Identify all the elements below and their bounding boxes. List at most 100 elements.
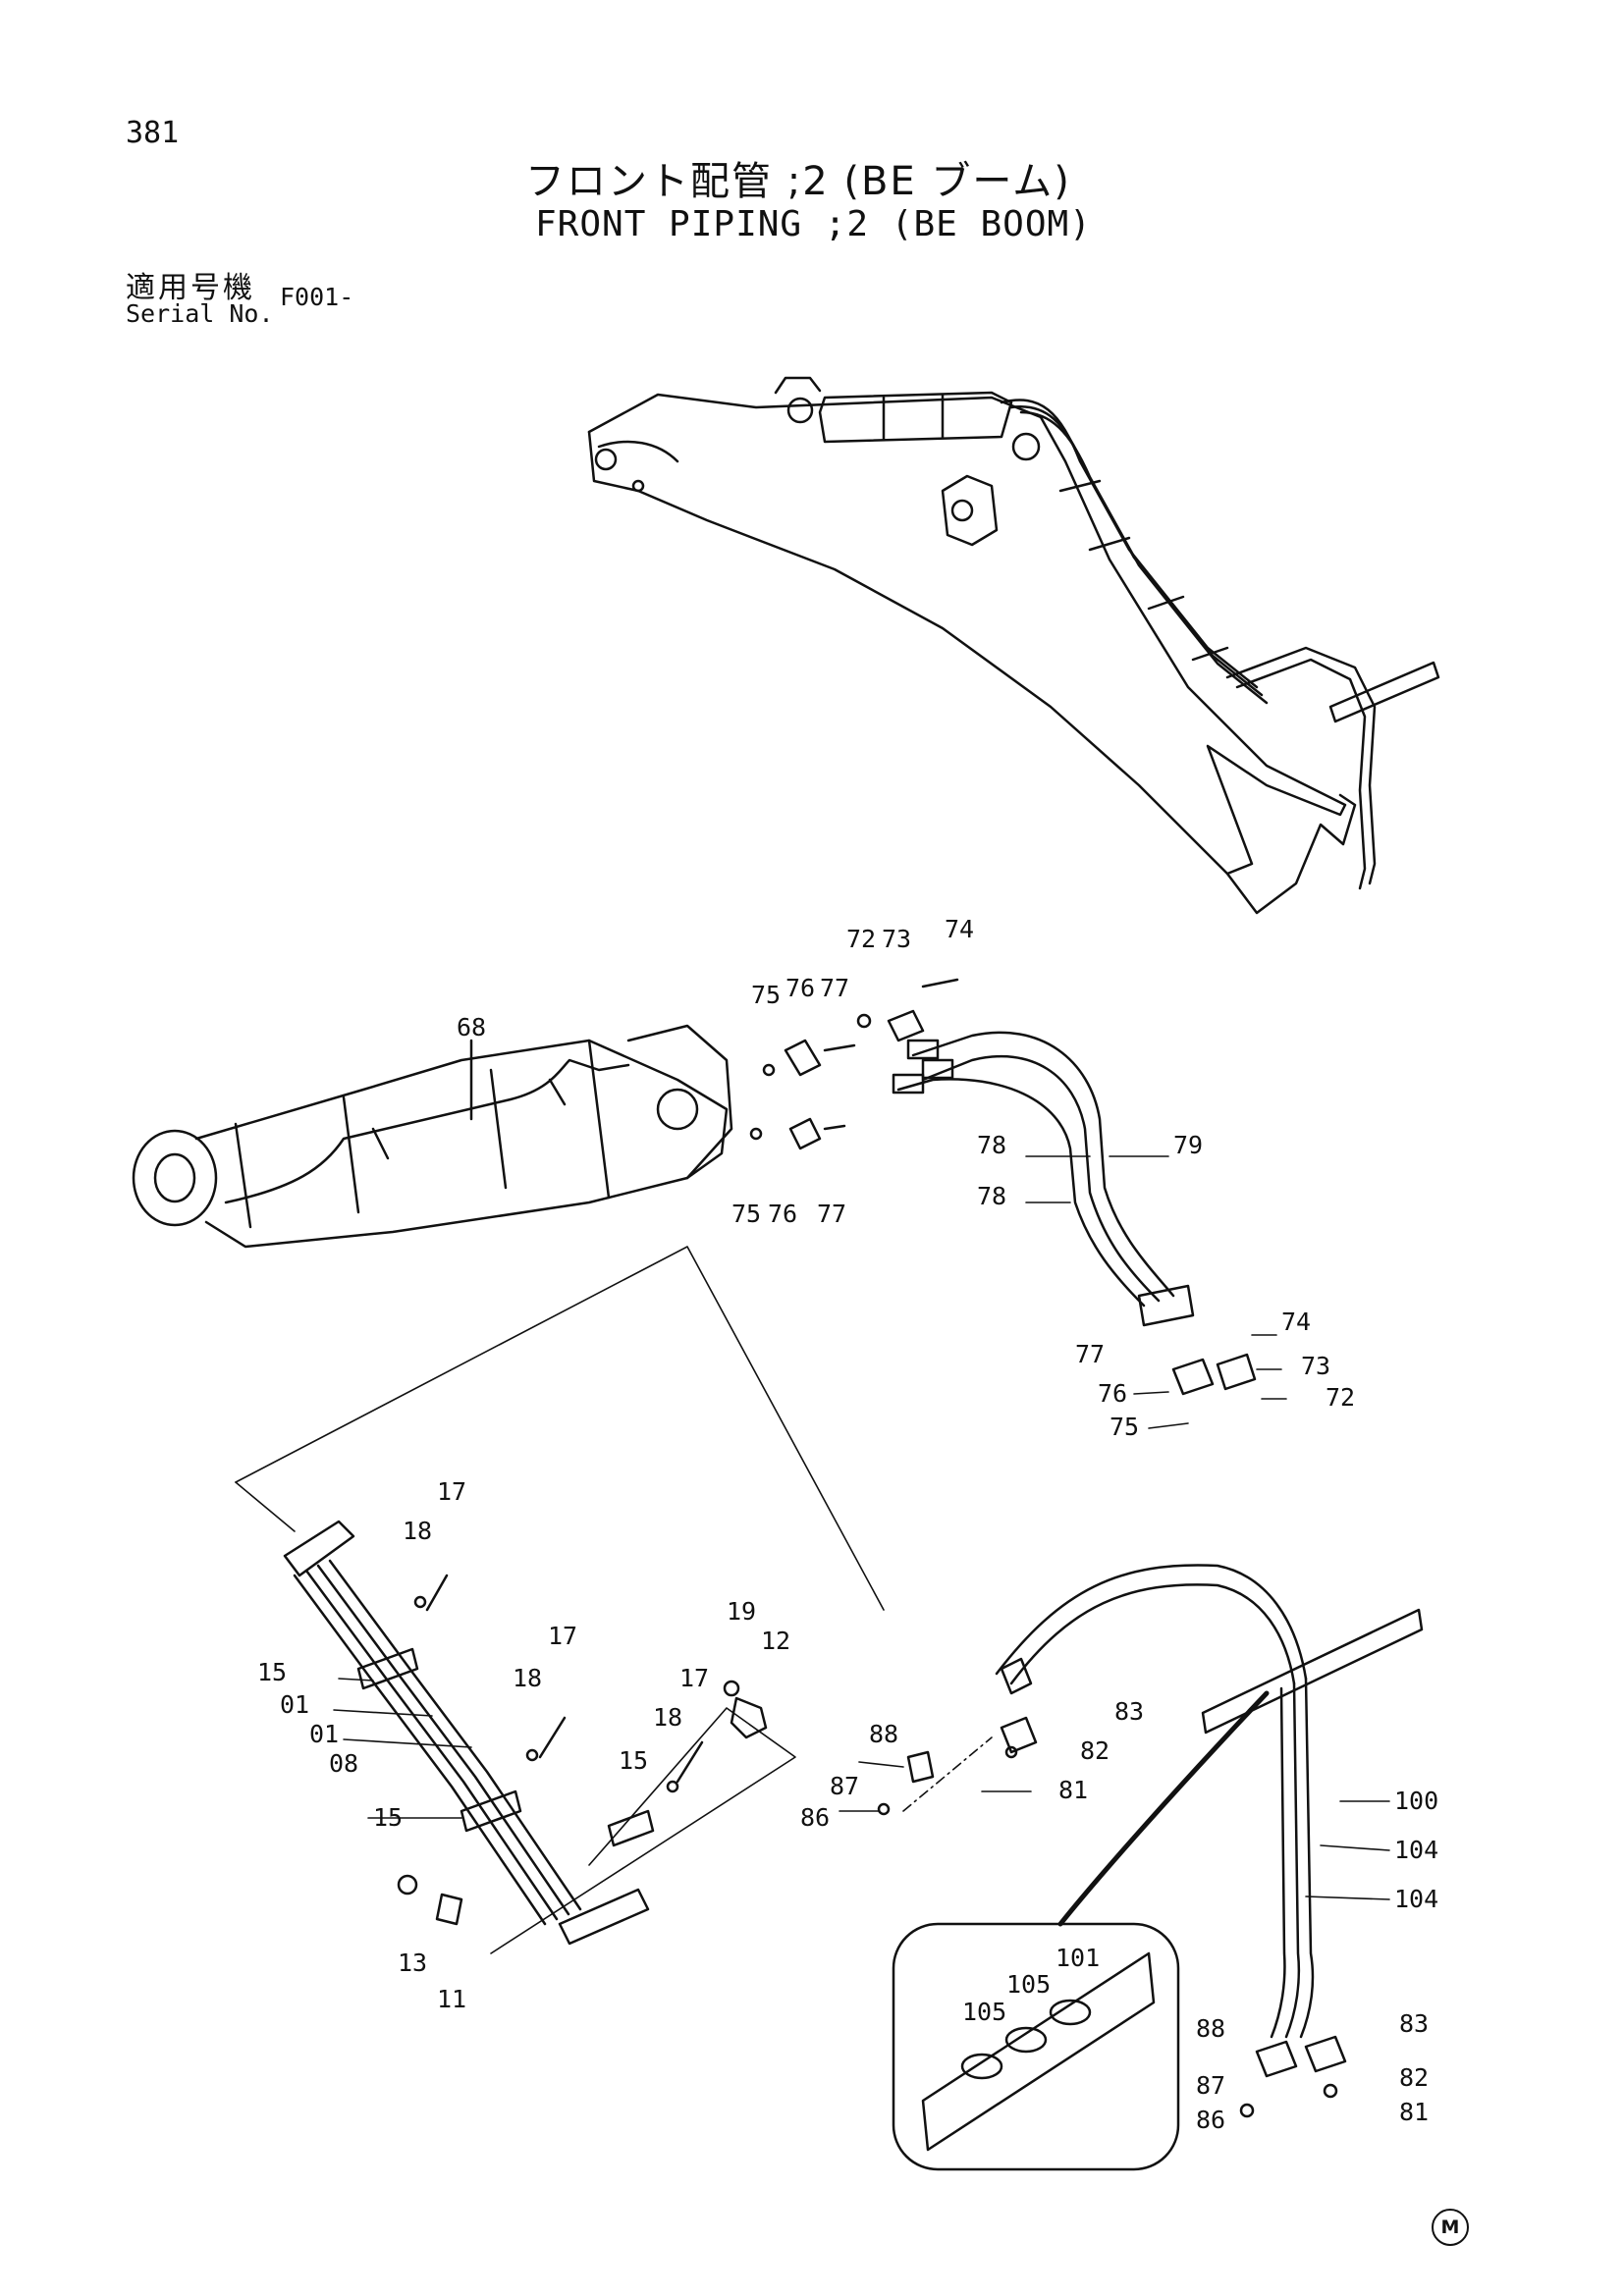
hose-fitting-top-3 xyxy=(892,1073,925,1095)
detail-pointer xyxy=(1057,1690,1270,1927)
split-flange-73 xyxy=(887,1009,925,1042)
washer-18-a-icon xyxy=(413,1595,427,1609)
split-flange-82 xyxy=(1000,1716,1038,1754)
clamp-12 xyxy=(730,1696,768,1739)
hose-100-top xyxy=(995,1564,1308,1681)
hose-fitting-top-1 xyxy=(906,1039,940,1060)
hose-104-b xyxy=(1270,1686,1286,2039)
boom-foot-pin-icon xyxy=(594,448,618,471)
o-ring-86-icon xyxy=(877,1802,891,1816)
callout-86-b: 86 xyxy=(1196,2106,1225,2134)
boom-hose-2 xyxy=(1009,405,1264,697)
cylinder-rod-eye xyxy=(132,1129,218,1227)
arm-cylinder-on-boom xyxy=(818,391,1013,444)
callout-82-a: 82 xyxy=(1080,1736,1110,1765)
callout-12: 12 xyxy=(761,1627,790,1655)
callout-76-top: 76 xyxy=(785,974,815,1002)
bolt-17-c xyxy=(676,1740,704,1784)
callout-75-bottom: 75 xyxy=(1110,1413,1139,1441)
callout-18-c: 18 xyxy=(653,1703,682,1732)
leaders-100-104 xyxy=(1305,1800,1390,1900)
callout-15-a: 15 xyxy=(257,1658,287,1686)
boom-hose-loop xyxy=(1225,646,1377,885)
boom-hose-1 xyxy=(1000,399,1259,689)
pipe-04 xyxy=(328,1559,582,1911)
callout-104-b: 104 xyxy=(1394,1885,1438,1913)
hose-fitting-top-2 xyxy=(921,1058,954,1080)
callout-75-top: 75 xyxy=(751,981,781,1009)
boom-foot-boss-icon xyxy=(631,479,645,493)
boom-outline-top xyxy=(587,393,1357,915)
callout-01-a: 01 xyxy=(280,1690,309,1719)
seal-105-a-icon xyxy=(960,2053,1003,2080)
cylinder-body-rings xyxy=(234,1039,611,1229)
callout-73-top: 73 xyxy=(882,925,911,953)
bolt-19-icon xyxy=(723,1680,740,1697)
leaders-78-79 xyxy=(1025,1155,1169,1203)
callout-83-b: 83 xyxy=(1399,2009,1429,2038)
o-ring-81-b-icon xyxy=(1323,2083,1338,2099)
callout-17-b: 17 xyxy=(548,1622,577,1650)
callout-68: 68 xyxy=(457,1013,486,1041)
callout-75-mid: 75 xyxy=(731,1200,761,1228)
callout-78-lower: 78 xyxy=(977,1182,1006,1210)
callout-104-a: 104 xyxy=(1394,1836,1438,1864)
callout-labels: 68 72 73 74 75 76 77 75 76 77 78 79 78 7… xyxy=(257,915,1438,2134)
callout-88-b: 88 xyxy=(1196,2014,1225,2043)
callout-15-c: 15 xyxy=(619,1746,648,1775)
callout-79: 79 xyxy=(1173,1131,1203,1159)
split-flanges-76 xyxy=(784,1039,822,1150)
callout-81-b: 81 xyxy=(1399,2098,1429,2126)
lower-right-piping xyxy=(877,1564,1424,2118)
pipe-08 xyxy=(316,1564,570,1916)
hose-78-a xyxy=(921,1055,1161,1303)
title-english: FRONT PIPING ;2 (BE BOOM) xyxy=(535,204,1092,244)
cylinder-bracket xyxy=(774,376,822,395)
boom-overview xyxy=(587,376,1440,915)
title-japanese: フロント配管 ;2 (BE ブーム) xyxy=(525,159,1071,204)
seal-105-b-icon xyxy=(1004,2026,1048,2054)
boom-hose-3 xyxy=(1019,410,1269,705)
callout-81-a: 81 xyxy=(1058,1776,1088,1804)
clamp-15-c xyxy=(607,1809,655,1847)
cylinder-head-pin-icon xyxy=(656,1088,699,1131)
callout-86-a: 86 xyxy=(800,1803,830,1832)
leaders-left xyxy=(333,1678,472,1819)
callout-72-top: 72 xyxy=(846,925,876,953)
callout-15-b: 15 xyxy=(373,1803,403,1832)
boom-center-boss xyxy=(941,474,999,547)
o-ring-81-icon xyxy=(1004,1745,1018,1759)
hose-100 xyxy=(1299,1677,1315,2039)
callout-76-bottom: 76 xyxy=(1098,1379,1127,1408)
o-ring-86-b-icon xyxy=(1239,2103,1255,2118)
bolt-13-icon xyxy=(397,1874,418,1896)
bolt-17-a xyxy=(425,1574,449,1612)
leaders-76-75 xyxy=(1133,1391,1189,1429)
bolts xyxy=(823,978,959,1131)
callout-100: 100 xyxy=(1394,1787,1438,1815)
guide-line-left xyxy=(235,1481,296,1532)
callout-82-b: 82 xyxy=(1399,2063,1429,2092)
callout-105-b: 105 xyxy=(1006,1970,1051,1999)
boom-hose-loop-2 xyxy=(1235,658,1367,890)
callout-19: 19 xyxy=(727,1597,756,1626)
detail-block xyxy=(921,1951,1156,2152)
callout-74-top: 74 xyxy=(945,915,974,943)
serial-number-value: F001- xyxy=(280,283,354,311)
callout-18-b: 18 xyxy=(513,1664,542,1692)
leaders-86-87-81 xyxy=(839,1761,1032,1812)
clamp-15-upper xyxy=(356,1647,419,1690)
bottom-manifold xyxy=(558,1888,650,1946)
center-line-81 xyxy=(902,1736,993,1812)
seal-101-icon xyxy=(1049,1999,1092,2026)
arm-hoses xyxy=(749,978,1257,1396)
lower-left-piping xyxy=(283,1520,768,1946)
o-ring-72-icon xyxy=(856,1013,872,1029)
boom-foot-edge xyxy=(597,440,679,463)
callout-13: 13 xyxy=(398,1949,427,1977)
cylinder-head xyxy=(626,1024,733,1180)
hose-104-a xyxy=(1284,1682,1301,2039)
top-flange-plate xyxy=(283,1520,355,1577)
washer-18-c-icon xyxy=(666,1780,679,1793)
